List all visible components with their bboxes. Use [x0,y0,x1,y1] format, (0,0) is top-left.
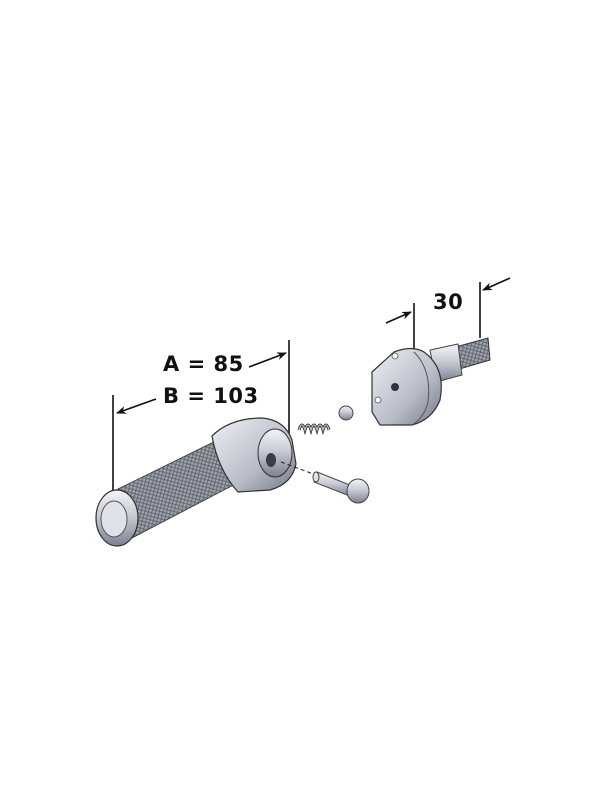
dim-b-arrow [116,398,157,414]
dimension-b-label: B = 103 [163,384,259,408]
alignment-dashed-line [280,461,317,476]
pivot-pin [312,471,370,504]
dim-30-left-arrow [385,311,412,324]
spring [297,423,331,436]
knurled-peg [95,417,297,547]
detent-ball [338,405,354,421]
mount-bracket [371,337,491,426]
dim-30-right-arrow [482,277,511,291]
dim-a-arrow [248,352,287,368]
dimension-30-label: 30 [433,290,464,314]
dimension-a-label: A = 85 [163,352,244,376]
